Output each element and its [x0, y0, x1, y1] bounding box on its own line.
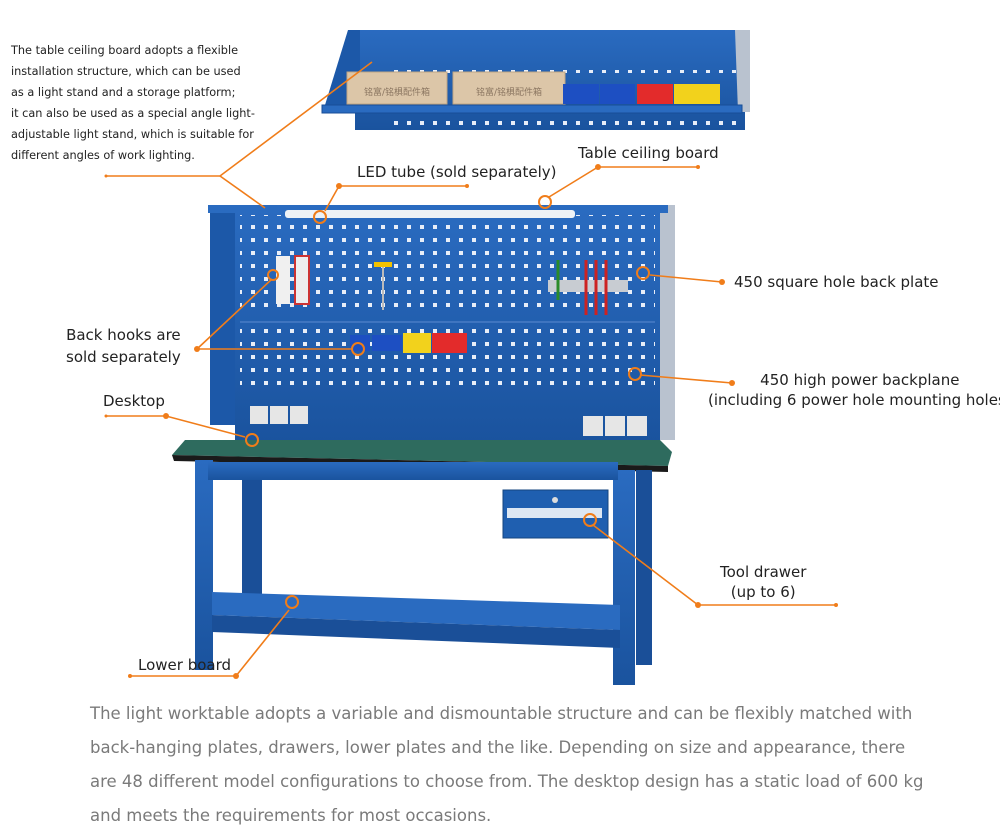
intro-line: The table ceiling board adopts a flexibl…	[11, 44, 239, 57]
intro-line: as a light stand and a storage platform;	[11, 86, 236, 99]
label-lower-board: Lower board	[138, 656, 232, 674]
label-led-tube: LED tube (sold separately)	[357, 163, 557, 181]
label-power-backplane: 450 high power backplane (including 6 po…	[708, 370, 1000, 410]
label-line: 450 high power backplane	[760, 371, 960, 389]
box-label: 铭富/铭椇配件箱	[364, 86, 430, 98]
label-ceiling-board: Table ceiling board	[578, 144, 719, 162]
box-label: 铭富/铭椇配件箱	[476, 86, 542, 98]
intro-line: it can also be used as a special angle l…	[11, 107, 255, 120]
label-line: (including 6 power hole mounting holes)	[708, 391, 1000, 409]
label-desktop: Desktop	[103, 392, 165, 410]
label-line: Tool drawer	[720, 563, 807, 581]
ceiling-board-description: The table ceiling board adopts a flexibl…	[11, 40, 255, 166]
label-line: (up to 6)	[730, 583, 796, 601]
intro-line: different angles of work lighting.	[11, 149, 195, 162]
intro-line: adjustable light stand, which is suitabl…	[11, 128, 254, 141]
label-tool-drawer: Tool drawer (up to 6)	[720, 562, 806, 602]
intro-line: installation structure, which can be use…	[11, 65, 241, 78]
label-square-hole-plate: 450 square hole back plate	[734, 273, 939, 291]
frame	[195, 460, 652, 685]
label-back-hooks: Back hooks are sold separately	[66, 324, 181, 368]
product-description: The light worktable adopts a variable an…	[90, 704, 924, 825]
back-panel	[208, 205, 675, 442]
label-line: Back hooks are	[66, 326, 181, 344]
callout-dots	[104, 164, 838, 679]
callout-markers	[245, 195, 650, 609]
label-line: sold separately	[66, 348, 181, 366]
ceiling-board-shelf: 铭富/铭椇配件箱 铭富/铭椇配件箱	[321, 30, 750, 130]
